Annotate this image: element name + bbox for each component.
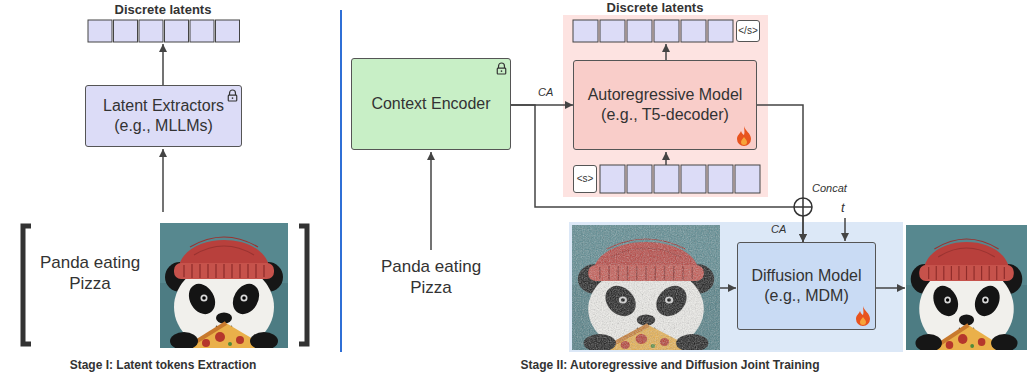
- trainable-icon: [736, 126, 752, 146]
- process-box: Context Encoder: [351, 58, 511, 150]
- concat-symbol: [794, 198, 812, 216]
- diffusion-region: [569, 222, 903, 352]
- trainable-icon: [855, 306, 871, 326]
- token-box: </s>: [736, 20, 760, 42]
- section-title: Discrete latents: [83, 2, 243, 18]
- node-text: Diffusion Model (e.g., MDM): [744, 266, 869, 306]
- stage-divider: [340, 10, 342, 352]
- latent-token-row: [573, 20, 733, 42]
- process-box: Latent Extractors (e.g., MLLMs): [85, 85, 242, 147]
- lock-icon: [496, 62, 507, 75]
- attention-label: CA: [771, 223, 797, 237]
- panda-image: [160, 223, 288, 351]
- node-text: Latent Extractors (e.g., MLLMs): [94, 96, 234, 136]
- operation-label: Concat: [812, 182, 862, 196]
- stage-caption: Stage I: Latent tokens Extraction: [13, 358, 313, 373]
- node-text: Context Encoder: [371, 94, 490, 114]
- latent-token-row: [88, 20, 240, 42]
- token-box: <s>: [573, 165, 597, 193]
- node-text: </s>: [738, 25, 757, 38]
- prompt-text: Panda eating Pizza: [30, 252, 150, 295]
- latent-token-row: [600, 165, 760, 193]
- prompt-text: Panda eating Pizza: [366, 256, 496, 299]
- noise-overlay: [572, 225, 720, 350]
- edge-label: CA: [538, 86, 553, 98]
- timestep-label: t: [841, 200, 855, 216]
- lock-icon: [227, 89, 238, 102]
- ar-region: [563, 15, 768, 197]
- process-box: Diffusion Model (e.g., MDM): [737, 242, 876, 330]
- panda-image: [906, 225, 1027, 353]
- section-title: Discrete latents: [575, 0, 735, 16]
- node-text: <s>: [577, 173, 594, 186]
- connector-arrow: [757, 105, 803, 242]
- process-box: Autoregressive Model (e.g., T5-decoder): [573, 60, 757, 150]
- stage-caption: Stage II: Autoregressive and Diffusion J…: [455, 358, 885, 373]
- noisy-panda-image: [572, 225, 720, 353]
- node-text: Autoregressive Model (e.g., T5-decoder): [580, 85, 750, 125]
